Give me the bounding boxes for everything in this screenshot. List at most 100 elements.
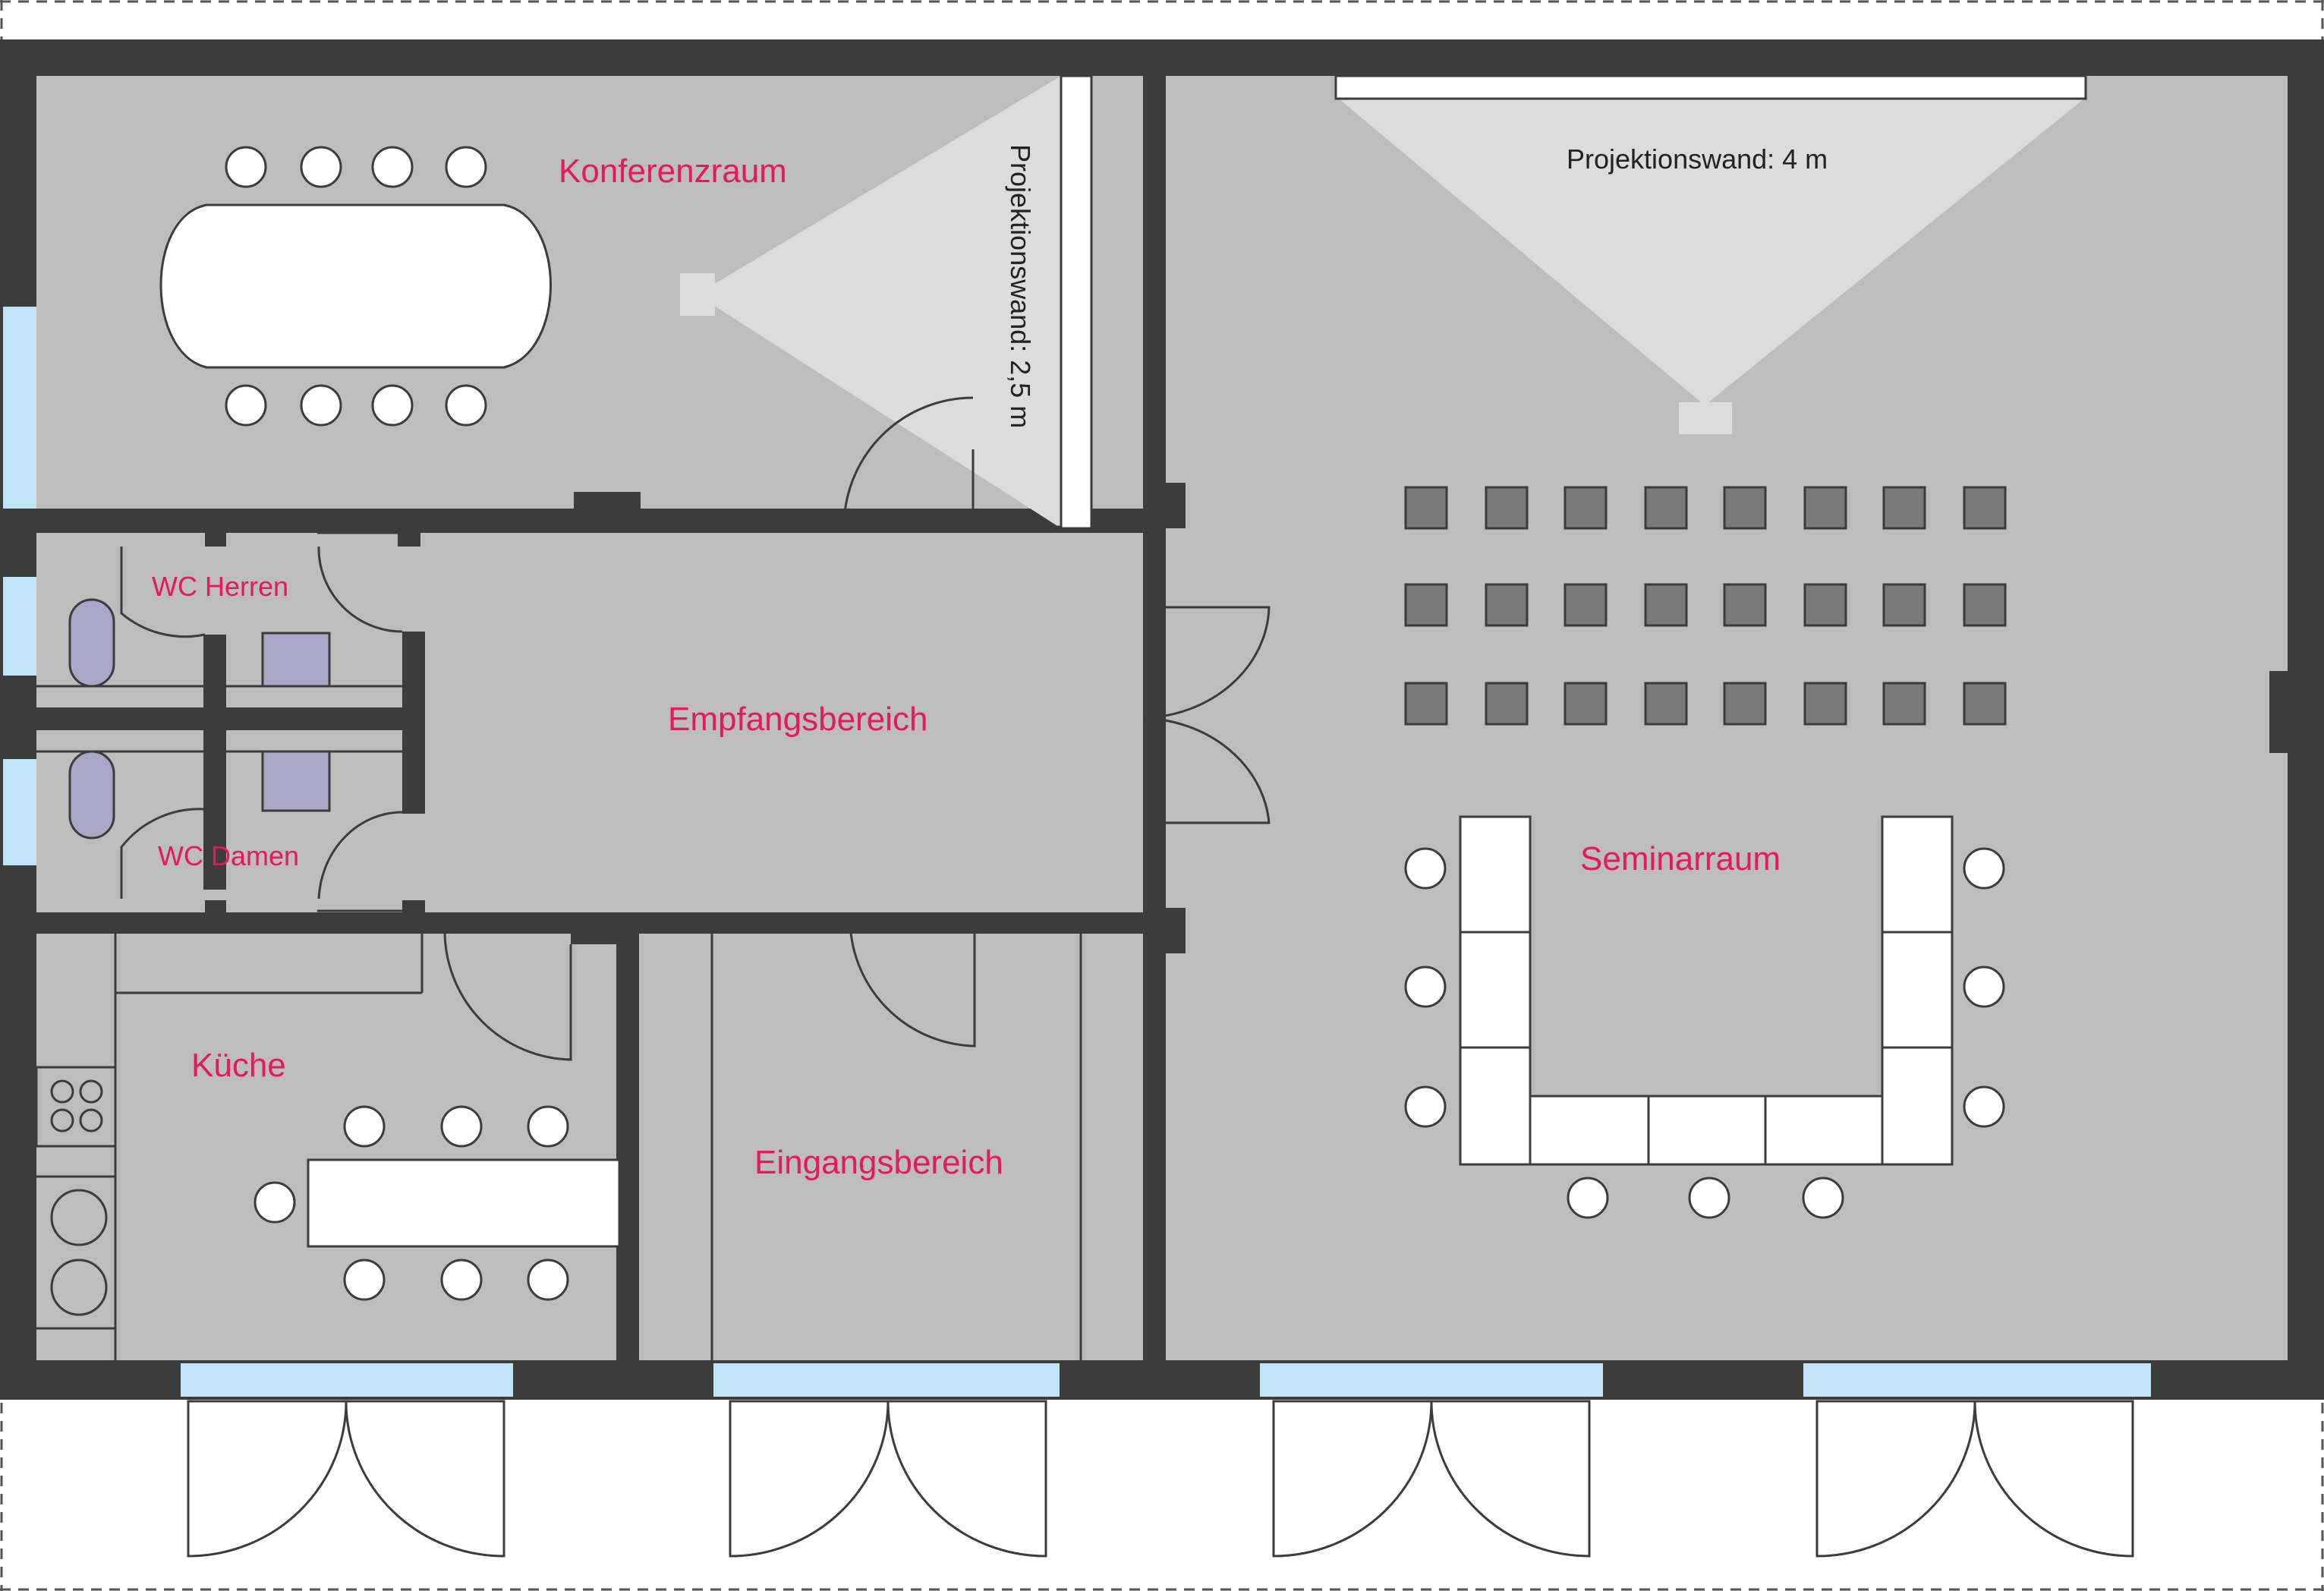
label-empfangsbereich: Empfangsbereich	[668, 701, 927, 738]
kitchen-chair	[343, 1105, 386, 1148]
audience-seat	[1723, 682, 1767, 726]
kitchen-appliances	[35, 1066, 117, 1316]
wall-kitchen-right-vertical	[616, 915, 639, 1374]
seminar-table	[1881, 931, 1954, 1049]
conference-chair	[300, 384, 342, 427]
wall-pier-2	[1143, 908, 1186, 953]
stove-icon	[35, 1066, 117, 1148]
label-eingangsbereich: Eingangsbereich	[754, 1144, 1003, 1181]
seminar-u-chairs	[1404, 847, 2005, 1219]
burner-icon	[50, 1108, 74, 1133]
wall-pier-1	[1143, 483, 1186, 528]
label-conference-screen: Projektionswand: 2,5 m	[1005, 144, 1036, 428]
audience-seat	[1404, 486, 1448, 530]
conference-chair	[300, 146, 342, 188]
seminar-projection-screen	[1334, 74, 2087, 100]
floor-eingang	[638, 934, 1143, 1360]
kitchen-chair	[253, 1181, 296, 1224]
audience-seat	[1644, 486, 1688, 530]
wall-conf-bottom	[36, 509, 641, 521]
door-kitchen	[443, 933, 572, 1061]
wall-wc-bottom	[36, 912, 445, 934]
audience-seat	[1882, 682, 1926, 726]
kitchen-table	[307, 1158, 621, 1248]
audience-seat	[1404, 682, 1448, 726]
window-west-wc-2	[3, 759, 36, 865]
conference-chair	[371, 384, 414, 427]
kitchen-chairs	[253, 1105, 569, 1301]
floor-empfang	[404, 533, 1143, 912]
door-conference	[842, 396, 974, 528]
kitchen-chair	[440, 1259, 483, 1301]
seminar-u-tables	[1459, 815, 1954, 1166]
seminar-chair	[1963, 847, 2005, 890]
audience-seat	[1803, 486, 1847, 530]
wall-conf-bottom-pier	[574, 492, 641, 528]
wall-wc-post-1	[205, 521, 226, 547]
audience-seat	[1803, 583, 1847, 627]
seminar-seats	[1404, 486, 2007, 726]
audience-seat	[1404, 583, 1448, 627]
wall-wc-bottom-post-2	[402, 900, 425, 920]
label-seminarraum: Seminarraum	[1580, 840, 1781, 877]
seminar-chair	[1802, 1177, 1844, 1219]
audience-seat	[1644, 682, 1688, 726]
audience-seat	[1485, 583, 1529, 627]
sanitary-fixtures	[68, 598, 331, 840]
sink-basin-icon	[50, 1189, 108, 1246]
floor-kueche	[36, 934, 616, 1360]
seminar-table	[1881, 815, 1954, 934]
conference-chair	[225, 146, 267, 188]
kitchen-chair	[527, 1259, 569, 1301]
audience-seat	[1882, 583, 1926, 627]
burner-icon	[50, 1079, 74, 1104]
conference-chair	[445, 384, 487, 427]
audience-seat	[1963, 583, 2007, 627]
door-entrance	[849, 916, 976, 1048]
seminar-chair	[1963, 966, 2005, 1008]
kitchen-chair	[527, 1105, 569, 1148]
audience-seat	[1723, 486, 1767, 530]
door-wc-herren-2	[317, 546, 403, 633]
audience-seat	[1803, 682, 1847, 726]
label-kueche: Küche	[191, 1047, 286, 1084]
door-wc-herren-1	[120, 547, 206, 638]
sink-icon	[68, 750, 115, 840]
exterior-doors	[187, 1400, 2134, 1558]
seminar-table	[1647, 1095, 1767, 1166]
conference-chair	[225, 384, 267, 427]
seminar-chair	[1963, 1085, 2005, 1128]
audience-seat	[1723, 583, 1767, 627]
label-wc-herren: WC Herren	[152, 571, 288, 602]
toilet-icon	[261, 750, 331, 812]
kitchen-chair	[440, 1105, 483, 1148]
seminar-table	[1764, 1095, 1884, 1166]
wall-main-vertical-bottom	[1143, 823, 1166, 1385]
conference-projection-cone	[697, 76, 1061, 528]
seminar-chair	[1688, 1177, 1730, 1219]
seminar-chair	[1404, 1085, 1447, 1128]
conference-projector-icon	[680, 273, 715, 316]
seminar-table	[1881, 1046, 1954, 1166]
toilet-icon	[261, 632, 331, 688]
conference-chairs	[225, 146, 487, 427]
audience-seat	[1882, 486, 1926, 530]
urinal-icon	[68, 598, 115, 688]
conference-chair	[371, 146, 414, 188]
conference-table	[159, 203, 552, 369]
audience-seat	[1963, 682, 2007, 726]
window-south-3	[1260, 1363, 1603, 1397]
window-south-1	[181, 1363, 513, 1397]
seminar-projection-cone	[1339, 99, 2084, 405]
door-south-1	[187, 1400, 505, 1558]
wall-kitchen-pier	[571, 915, 616, 944]
seminar-chair	[1404, 847, 1447, 890]
audience-seat	[1644, 583, 1688, 627]
windows	[3, 307, 2151, 1397]
burner-icon	[79, 1108, 103, 1133]
label-seminar-screen: Projektionswand: 4 m	[1567, 143, 1828, 175]
label-wc-damen: WC Damen	[158, 840, 299, 871]
audience-seat	[1963, 486, 2007, 530]
wall-wc-mid-vertical	[203, 635, 226, 890]
